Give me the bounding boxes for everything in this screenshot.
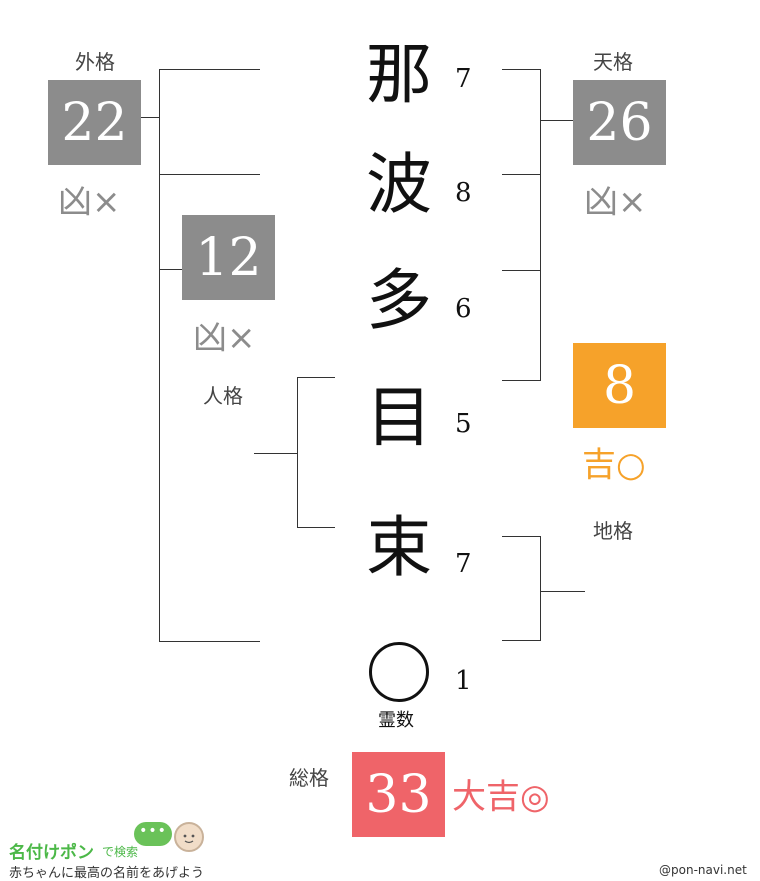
speech-bubble-icon: ••• bbox=[134, 822, 172, 846]
chikaku-bracket-vertical bbox=[540, 536, 541, 641]
name-char-3: 多 bbox=[366, 262, 432, 339]
gaikaku-score: 22 bbox=[61, 92, 128, 153]
reisu-stroke-count: 1 bbox=[455, 666, 472, 696]
baby-face-svg bbox=[183, 834, 195, 844]
tenkaku-bracket-l1 bbox=[502, 69, 540, 70]
soukaku-label: 総格 bbox=[289, 766, 329, 790]
tenkaku-score-box: 26 bbox=[573, 80, 666, 165]
stroke-count-3: 6 bbox=[455, 294, 472, 324]
stroke-count-1: 7 bbox=[455, 64, 472, 94]
baby-face-icon bbox=[174, 822, 204, 852]
name-char-2: 波 bbox=[366, 146, 432, 223]
gaikaku-connector bbox=[141, 117, 159, 118]
gaikaku-bracket-vertical bbox=[159, 69, 160, 642]
chikaku-bracket-bottom bbox=[502, 640, 540, 641]
jinkaku-fortune: 凶× bbox=[193, 318, 256, 358]
name-char-4: 目 bbox=[366, 379, 432, 456]
gaikaku-bracket-bottom bbox=[159, 641, 260, 642]
jinkaku-bracket-vertical bbox=[297, 377, 298, 528]
jinkaku-bracket-bottom bbox=[297, 527, 335, 528]
chikaku-connector bbox=[540, 591, 585, 592]
jinkaku-bracket-top bbox=[297, 377, 335, 378]
soukaku-score: 33 bbox=[365, 764, 432, 825]
tenkaku-score: 26 bbox=[586, 92, 653, 153]
chikaku-score-box: 8 bbox=[573, 343, 666, 428]
gaikaku-bracket-mid bbox=[159, 174, 260, 175]
jinkaku-box-connector bbox=[159, 269, 183, 270]
tenkaku-connector bbox=[540, 120, 573, 121]
jinkaku-score: 12 bbox=[195, 227, 262, 288]
jinkaku-label: 人格 bbox=[203, 384, 243, 408]
site-logo[interactable]: 名付けポン bbox=[9, 843, 94, 863]
tenkaku-bracket-vertical bbox=[540, 69, 541, 381]
chikaku-score: 8 bbox=[602, 355, 637, 416]
tenkaku-fortune: 凶× bbox=[584, 182, 647, 222]
stroke-count-4: 5 bbox=[455, 409, 472, 439]
chikaku-label: 地格 bbox=[593, 519, 633, 543]
tenkaku-bracket-l4 bbox=[502, 380, 540, 381]
jinkaku-connector bbox=[254, 453, 297, 454]
gaikaku-bracket-top bbox=[159, 69, 260, 70]
name-char-1: 那 bbox=[366, 36, 432, 113]
gaikaku-score-box: 22 bbox=[48, 80, 141, 165]
reisu-label: 霊数 bbox=[378, 710, 414, 731]
chikaku-bracket-top bbox=[502, 536, 540, 537]
tenkaku-label: 天格 bbox=[593, 50, 633, 74]
jinkaku-score-box: 12 bbox=[182, 215, 275, 300]
tenkaku-bracket-l2 bbox=[502, 174, 540, 175]
chikaku-fortune: 吉○ bbox=[582, 445, 646, 485]
tenkaku-bracket-l3 bbox=[502, 270, 540, 271]
name-char-5: 束 bbox=[366, 509, 432, 586]
gaikaku-fortune: 凶× bbox=[58, 182, 121, 222]
stroke-count-5: 7 bbox=[455, 549, 472, 579]
site-tagline: 赤ちゃんに最高の名前をあげよう bbox=[9, 866, 205, 881]
site-logo-suffix: で検索 bbox=[102, 845, 139, 859]
site-credit: @pon-navi.net bbox=[659, 863, 747, 877]
stroke-count-2: 8 bbox=[455, 178, 472, 208]
soukaku-fortune: 大吉◎ bbox=[452, 777, 550, 817]
reisu-circle-icon bbox=[369, 642, 429, 702]
soukaku-score-box: 33 bbox=[352, 752, 445, 837]
gaikaku-label: 外格 bbox=[75, 50, 115, 74]
